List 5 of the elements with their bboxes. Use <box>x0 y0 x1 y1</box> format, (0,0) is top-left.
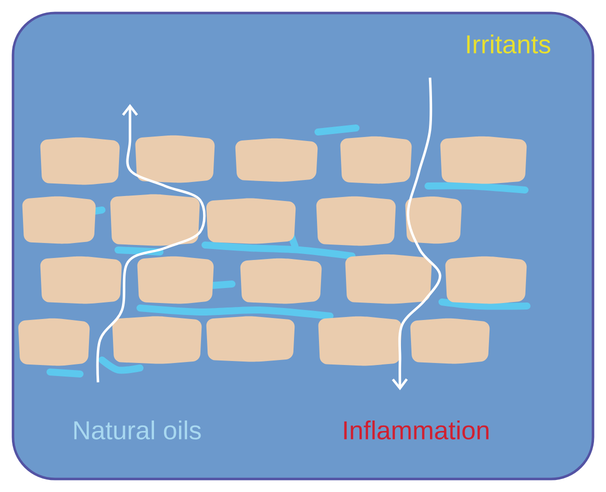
text-label: Inflammation <box>344 420 488 440</box>
text-label: Natural oils <box>74 420 201 440</box>
text-label: Irritants <box>467 34 550 54</box>
arrow <box>392 78 442 390</box>
arrow <box>96 104 206 382</box>
